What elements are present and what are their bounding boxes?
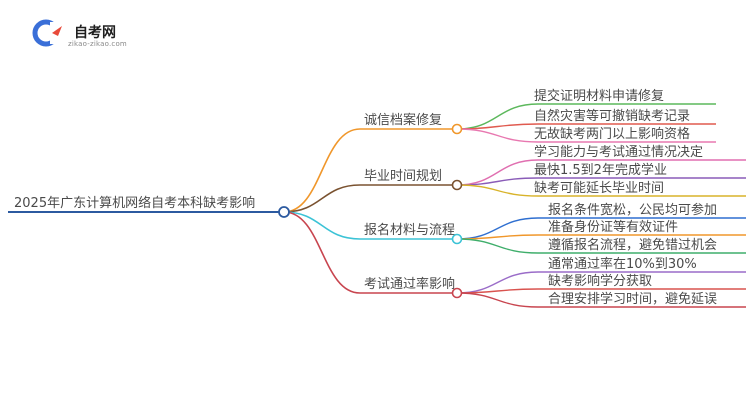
leaf-label: 缺考影响学分获取 xyxy=(548,273,652,289)
leaf-label: 报名条件宽松，公民均可参加 xyxy=(548,202,717,218)
leaf-connector xyxy=(456,103,539,130)
leaf-connector xyxy=(456,238,539,254)
leaf-label: 自然灾害等可撤销缺考记录 xyxy=(534,108,690,124)
leaf-label: 遵循报名流程，避免错过机会 xyxy=(548,237,717,253)
leaf-label: 缺考可能延长毕业时间 xyxy=(534,181,664,196)
leaf-connector xyxy=(456,184,539,197)
leaf-connector xyxy=(456,234,539,240)
branch-connector xyxy=(283,211,361,294)
leaf-connector xyxy=(456,292,539,308)
branch-connector xyxy=(283,184,361,213)
leaf-label: 通常通过率在10%到30% xyxy=(548,256,697,272)
branch-node-dot xyxy=(451,123,463,135)
branch-label: 考试通过率影响 xyxy=(364,276,455,292)
branch-node-dot xyxy=(451,233,463,245)
leaf-label: 准备身份证等有效证件 xyxy=(548,219,678,235)
root-node-dot xyxy=(278,206,290,218)
leaf-label: 学习能力与考试通过情况决定 xyxy=(534,144,703,160)
branch-connector xyxy=(283,128,361,213)
leaf-label: 最快1.5到2年完成学业 xyxy=(534,162,667,178)
leaf-label: 合理安排学习时间，避免延误 xyxy=(548,291,717,307)
leaf-connector xyxy=(456,288,539,294)
leaf-label: 无故缺考两门以上影响资格 xyxy=(534,126,690,142)
leaf-connector xyxy=(456,128,539,143)
site-logo[interactable]: 自考网 zikao-zikao.com xyxy=(32,18,142,54)
root-label: 2025年广东计算机网络自考本科缺考影响 xyxy=(14,195,255,211)
logo-title: 自考网 xyxy=(74,25,116,41)
branch-label: 毕业时间规划 xyxy=(364,169,442,184)
branch-label: 报名材料与流程 xyxy=(364,222,455,238)
branch-node-dot xyxy=(451,179,463,191)
logo-mark-icon xyxy=(32,19,62,47)
leaf-connector xyxy=(456,123,539,130)
leaf-label: 提交证明材料申请修复 xyxy=(534,88,664,104)
branch-node-dot xyxy=(451,287,463,299)
branch-label: 诚信档案修复 xyxy=(364,113,442,128)
logo-url: zikao-zikao.com xyxy=(68,40,127,48)
branch-connector xyxy=(283,211,361,240)
